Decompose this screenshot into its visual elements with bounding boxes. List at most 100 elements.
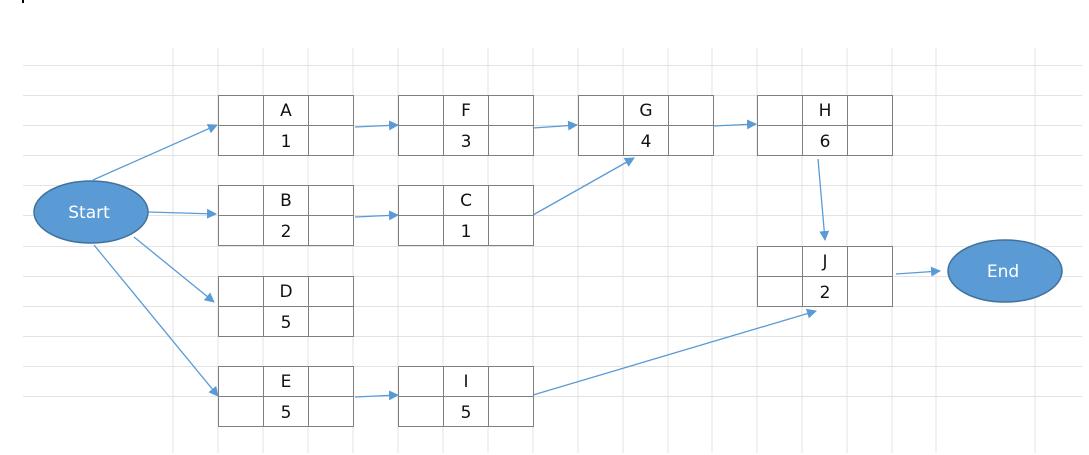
start-label: Start <box>68 203 110 223</box>
box-cell <box>263 396 309 427</box>
arrow-start-d <box>133 236 215 303</box>
edges <box>92 119 941 401</box>
box-cell <box>757 276 803 307</box>
arrow-h-j <box>817 158 830 241</box>
arrow-b-c <box>354 210 399 221</box>
activity-box-h: H6 <box>757 95 893 156</box>
box-cell <box>488 396 534 427</box>
arrow-j-end <box>895 266 941 277</box>
box-cell <box>308 185 354 216</box>
box-cell <box>802 246 848 277</box>
activity-label: B <box>280 191 292 211</box>
box-cell <box>308 276 354 307</box>
box-cell <box>263 185 309 216</box>
activity-duration: 5 <box>281 403 292 423</box>
box-cell <box>488 125 534 156</box>
activity-label: E <box>281 372 292 392</box>
activity-label: J <box>821 252 827 272</box>
box-cell <box>218 306 264 337</box>
box-cell <box>218 125 264 156</box>
box-cell <box>308 366 354 397</box>
activity-box-g: G4 <box>578 95 714 156</box>
box-cell <box>263 215 309 246</box>
box-cell <box>443 215 489 246</box>
activity-duration: 1 <box>281 132 292 152</box>
arrow-g-h <box>712 119 757 130</box>
start-node: Start <box>33 180 149 244</box>
activity-duration: 5 <box>461 403 472 423</box>
activity-box-c: C1 <box>398 185 534 246</box>
box-cell <box>802 125 848 156</box>
arrow-a-f <box>354 120 399 131</box>
box-cell <box>668 125 714 156</box>
activity-box-f: F3 <box>398 95 534 156</box>
activity-box-i: I5 <box>398 366 534 427</box>
cursor-mark <box>22 0 24 3</box>
box-cell <box>308 125 354 156</box>
end-node: End <box>947 239 1063 303</box>
box-cell <box>443 366 489 397</box>
activity-duration: 1 <box>461 222 472 242</box>
activity-duration: 6 <box>820 132 831 152</box>
activity-label: A <box>280 101 292 121</box>
arrow-e-i <box>354 390 399 401</box>
box-cell <box>578 95 624 126</box>
activity-label: C <box>460 191 472 211</box>
box-cell <box>757 125 803 156</box>
arrow-start-b <box>147 208 217 219</box>
box-cell <box>757 246 803 277</box>
box-cell <box>443 396 489 427</box>
box-cell <box>218 95 264 126</box>
box-cell <box>623 125 669 156</box>
activity-label: G <box>639 101 652 121</box>
activity-label: D <box>279 282 292 302</box>
box-cell <box>263 366 309 397</box>
arrow-start-a <box>92 124 218 181</box>
activity-duration: 2 <box>820 283 831 303</box>
activity-label: I <box>463 372 468 392</box>
box-cell <box>398 366 444 397</box>
box-cell <box>488 215 534 246</box>
box-cell <box>218 185 264 216</box>
start-ellipse <box>33 180 149 244</box>
box-cell <box>308 215 354 246</box>
arrow-start-e <box>93 244 219 397</box>
box-cell <box>488 95 534 126</box>
box-cell <box>668 95 714 126</box>
end-label: End <box>987 262 1019 282</box>
box-cell <box>847 95 893 126</box>
box-cell <box>218 215 264 246</box>
box-cell <box>308 95 354 126</box>
box-cell <box>263 95 309 126</box>
box-cell <box>398 125 444 156</box>
activity-label: H <box>819 101 832 121</box>
activity-box-e: E5 <box>218 366 354 427</box>
box-cell <box>757 95 803 126</box>
box-cell <box>488 366 534 397</box>
activity-label: F <box>461 101 471 121</box>
arrow-f-g <box>532 120 578 131</box>
activity-duration: 2 <box>281 222 292 242</box>
activity-duration: 5 <box>281 313 292 333</box>
activity-box-b: B2 <box>218 185 354 246</box>
box-cell <box>398 185 444 216</box>
end-ellipse <box>947 239 1063 303</box>
box-cell <box>398 215 444 246</box>
box-cell <box>398 396 444 427</box>
box-cell <box>443 185 489 216</box>
arrow-i-j <box>532 308 817 396</box>
box-cell <box>218 396 264 427</box>
box-cell <box>218 366 264 397</box>
box-cell <box>847 276 893 307</box>
spreadsheet-grid <box>23 48 1082 453</box>
activity-box-a: A1 <box>218 95 354 156</box>
box-cell <box>847 125 893 156</box>
box-cell <box>218 276 264 307</box>
box-cell <box>802 276 848 307</box>
box-cell <box>847 246 893 277</box>
activity-box-j: J2 <box>757 246 893 307</box>
activity-duration: 4 <box>641 132 652 152</box>
activity-box-d: D5 <box>218 276 354 337</box>
box-cell <box>578 125 624 156</box>
